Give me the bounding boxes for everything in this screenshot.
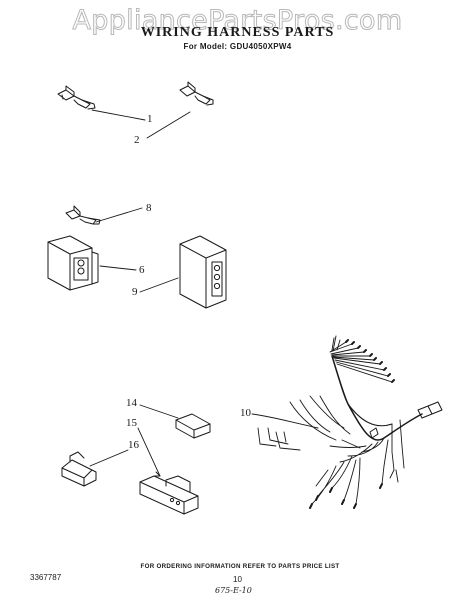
part-14-block (175, 413, 211, 439)
leader-9 (139, 277, 179, 293)
handwritten-note: 675-E-10 (215, 586, 252, 595)
leader-10 (251, 413, 319, 429)
callout-8: 8 (146, 202, 152, 214)
leader-16 (89, 449, 129, 467)
leader-lines (89, 109, 319, 477)
part-15-connector (139, 475, 199, 515)
callout-16: 16 (128, 439, 139, 451)
part-10-wiring-harness (257, 335, 443, 509)
leader-8 (95, 207, 143, 223)
callout-10: 10 (240, 407, 251, 419)
leader-2 (146, 111, 191, 139)
model-subtitle: For Model: GDU4050XPW4 (183, 42, 292, 51)
part-16-connector (61, 451, 97, 487)
callout-2: 2 (134, 134, 140, 146)
callout-1: 1 (147, 113, 153, 125)
callout-15: 15 (126, 417, 137, 429)
part-2-terminal (179, 81, 214, 106)
part-8-terminal (65, 205, 101, 225)
part-1-terminal (57, 85, 96, 110)
callout-9: 9 (132, 286, 138, 298)
document-number: 3367787 (30, 573, 62, 582)
part-6-connector (47, 235, 99, 291)
leader-14 (139, 404, 179, 419)
leader-15 (137, 427, 161, 477)
page-number: 10 (233, 575, 242, 584)
leader-1 (91, 109, 146, 121)
callout-6: 6 (139, 264, 145, 276)
page-title: WIRING HARNESS PARTS (140, 25, 335, 40)
ordering-note: FOR ORDERING INFORMATION REFER TO PARTS … (140, 563, 340, 570)
watermark: AppliancePartsPros.com (72, 5, 403, 37)
callout-14: 14 (126, 397, 137, 409)
leader-6 (99, 265, 137, 271)
part-9-connector (179, 235, 227, 309)
